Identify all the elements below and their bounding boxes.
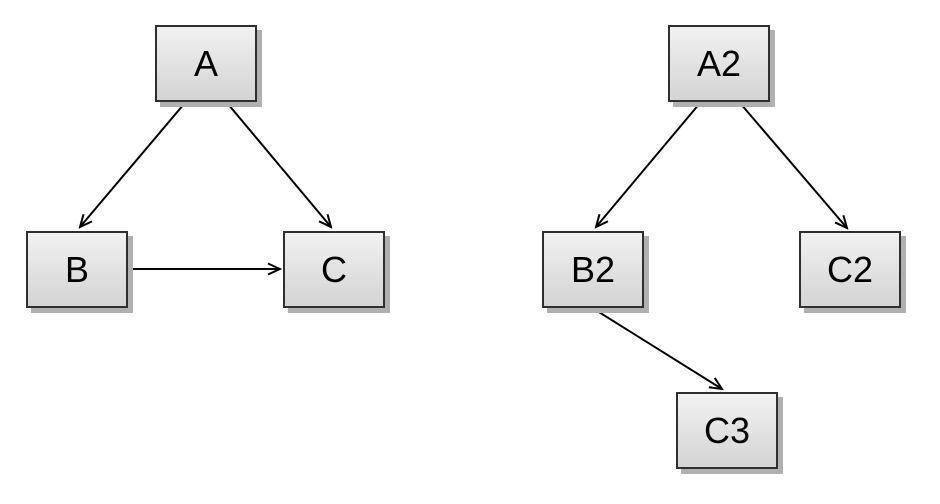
node-B-label: B — [64, 248, 89, 290]
node-C3-label: C3 — [703, 409, 751, 451]
node-C[interactable]: C — [283, 231, 385, 308]
node-A2[interactable]: A2 — [668, 25, 770, 102]
node-A-label: A — [193, 42, 218, 84]
node-A[interactable]: A — [155, 25, 257, 102]
node-C3[interactable]: C3 — [676, 392, 778, 469]
node-A2-label: A2 — [696, 42, 742, 84]
node-C2-label: C2 — [826, 248, 874, 290]
edge-A-B — [80, 103, 185, 227]
edge-A-C — [227, 103, 331, 227]
edge-A2-C2 — [739, 102, 847, 228]
node-B2[interactable]: B2 — [542, 231, 644, 308]
node-B[interactable]: B — [26, 231, 128, 308]
edge-A2-B2 — [596, 102, 701, 227]
node-C-label: C — [321, 248, 347, 290]
edge-B2-C3 — [593, 308, 722, 389]
node-C2[interactable]: C2 — [799, 231, 901, 308]
node-B2-label: B2 — [570, 248, 616, 290]
